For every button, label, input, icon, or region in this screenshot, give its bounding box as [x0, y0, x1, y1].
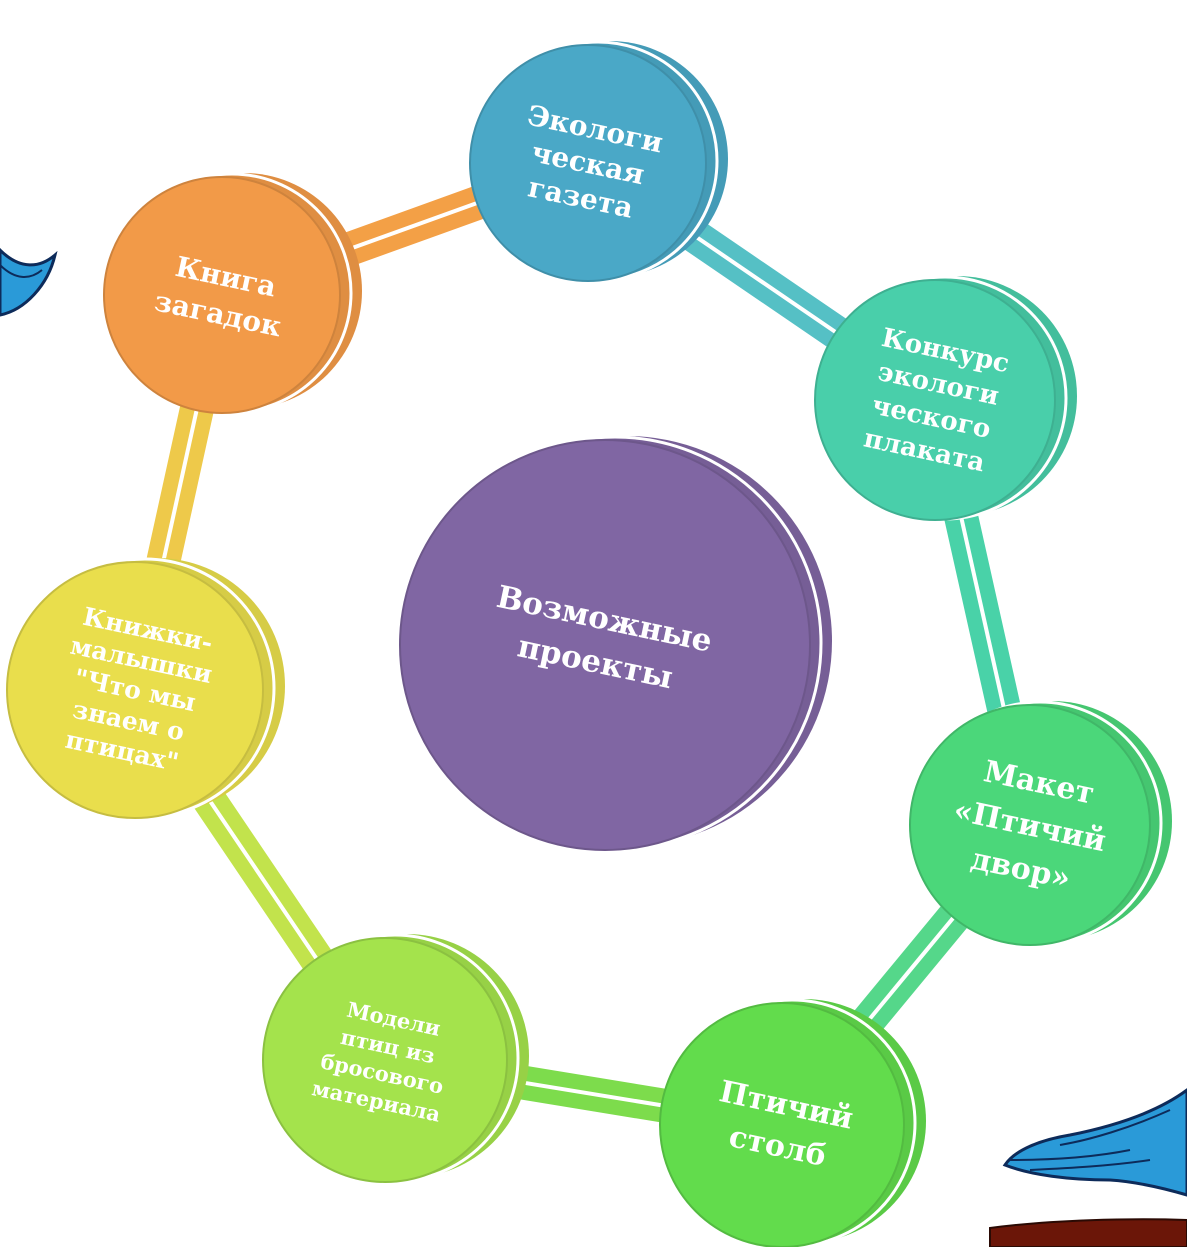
node-ecological-newspaper: Экологическаягазета: [469, 40, 728, 282]
node-bird-yard-model: Макет«Птичийдвор»: [909, 700, 1172, 946]
node-ecological-newspaper-face: [469, 44, 707, 282]
center-node: Возможныепроекты: [399, 435, 832, 851]
node-bird-yard-model-face: [909, 704, 1151, 946]
blue-bird-right-icon: [1002, 1088, 1187, 1197]
blue-bird-wing-left-icon: [0, 247, 58, 317]
node-riddle-book-face: [103, 176, 341, 414]
node-mini-books: Книжки-малышки"Что мызнаем оптицах": [6, 557, 285, 819]
node-riddle-book: Книгазагадок: [103, 172, 362, 414]
ring-nodes: ЭкологическаягазетаКонкурсэкологического…: [6, 40, 1172, 1247]
node-bird-models-face: [262, 937, 508, 1183]
node-bird-models: Моделиптиц избросовогоматериала: [262, 933, 529, 1183]
node-bird-models-label: Моделиптиц избросовогоматериала: [310, 993, 461, 1127]
brown-base: [989, 1218, 1187, 1247]
center-face: [399, 439, 811, 851]
node-bird-pillar-face: [659, 1002, 905, 1247]
node-mini-books-face: [6, 561, 264, 819]
node-eco-poster-contest: Конкурсэкологическогоплаката: [814, 275, 1077, 521]
node-mini-books-label: Книжки-малышки"Что мызнаем оптицах": [49, 600, 222, 780]
node-bird-pillar: Птичийстолб: [659, 998, 926, 1247]
decorations: [0, 247, 1187, 1247]
node-eco-poster-contest-face: [814, 279, 1056, 521]
